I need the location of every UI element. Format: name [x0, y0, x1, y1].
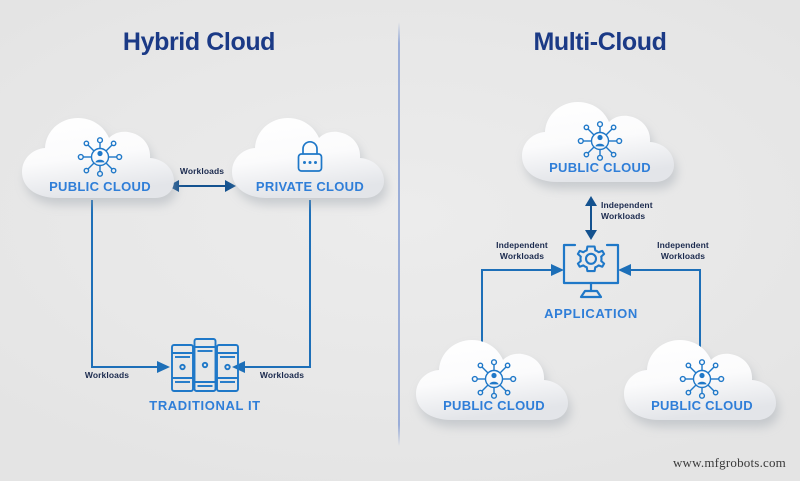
node-private-cloud[interactable]: PRIVATE CLOUD	[228, 112, 392, 210]
cloud-network-user-icon	[518, 121, 682, 161]
connector-top-to-application	[585, 196, 597, 240]
connector-label-line2: Workloads	[660, 251, 706, 261]
connector-label-private-traditional: Workloads	[259, 370, 305, 380]
node-label-public-cloud-hybrid: PUBLIC CLOUD	[49, 179, 151, 194]
connector-label-bottomleft-application: Independent Workloads	[487, 240, 557, 262]
connector-label-line1: Independent	[496, 240, 548, 250]
node-public-cloud-hybrid[interactable]: PUBLIC CLOUD	[18, 112, 182, 210]
watermark: www.mfgrobots.com	[672, 455, 786, 470]
connector-label-line1: Independent	[657, 240, 709, 250]
connector-label-line2: Workloads	[601, 211, 646, 221]
node-public-cloud-bottom-right[interactable]: PUBLIC CLOUD	[620, 334, 784, 432]
connector-label-public-private: Workloads	[179, 166, 225, 176]
node-label-public-cloud-bottom-right: PUBLIC CLOUD	[651, 398, 753, 413]
server-rack-icon	[171, 338, 239, 392]
monitor-gear-icon	[562, 243, 620, 299]
node-label-public-cloud-top: PUBLIC CLOUD	[549, 160, 651, 175]
connector-label-line2: Workloads	[499, 251, 545, 261]
node-label-application: APPLICATION	[544, 306, 638, 321]
cloud-shape	[232, 118, 384, 198]
multi-cloud-title: Multi-Cloud	[533, 28, 667, 56]
connector-bottomright-to-application	[618, 264, 701, 350]
node-label-traditional-it: TRADITIONAL IT	[149, 398, 261, 413]
node-public-cloud-top[interactable]: PUBLIC CLOUD	[518, 96, 682, 194]
connector-public-to-traditional	[91, 200, 170, 373]
node-application[interactable]: APPLICATION	[531, 240, 651, 321]
node-public-cloud-bottom-left[interactable]: PUBLIC CLOUD	[412, 334, 576, 432]
cloud-network-user-icon	[620, 359, 784, 399]
padlock-icon	[228, 140, 392, 176]
panel-divider	[398, 22, 400, 446]
node-traditional-it[interactable]: TRADITIONAL IT	[140, 336, 270, 414]
connector-public-private-arrow	[168, 180, 236, 192]
cloud-shape	[416, 340, 568, 420]
cloud-network-user-icon	[412, 359, 576, 399]
connector-label-line1: Independent	[601, 200, 653, 210]
connector-label-top-application: Independent Workloads	[601, 200, 667, 222]
connector-label-bottomright-application: Independent Workloads	[648, 240, 718, 262]
connector-label-public-traditional: Workloads	[84, 370, 130, 380]
cloud-network-user-icon	[18, 137, 182, 177]
node-label-private-cloud: PRIVATE CLOUD	[255, 179, 365, 194]
cloud-shape	[22, 118, 174, 198]
connector-bottomleft-to-application	[481, 264, 564, 350]
cloud-shape	[624, 340, 776, 420]
node-label-public-cloud-bottom-left: PUBLIC CLOUD	[443, 398, 545, 413]
hybrid-cloud-title: Hybrid Cloud	[122, 28, 276, 56]
cloud-shape	[522, 102, 674, 182]
